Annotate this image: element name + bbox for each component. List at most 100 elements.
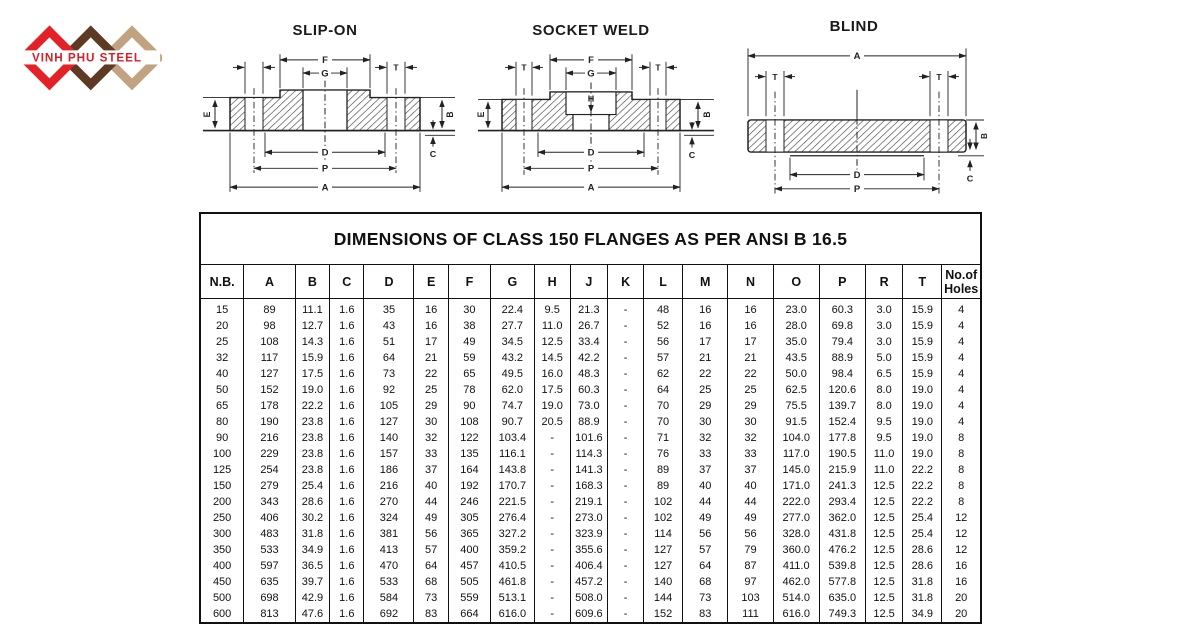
table-cell: 1.6 — [329, 542, 365, 558]
table-cell: 186 — [363, 462, 415, 478]
table-cell: 101.6 — [569, 430, 609, 446]
table-cell: 64 — [413, 558, 449, 574]
column-header: C — [329, 264, 365, 299]
table-cell: 30 — [447, 298, 491, 318]
table-cell: 22.2 — [902, 478, 943, 494]
table-cell: 19.0 — [902, 446, 943, 462]
table-cell: 62.5 — [772, 382, 820, 398]
table-cell: 15.9 — [902, 350, 943, 366]
table-cell: 40 — [199, 366, 245, 382]
table-cell: 140 — [363, 430, 415, 446]
table-cell: - — [607, 446, 645, 462]
table-cell: 1.6 — [329, 382, 365, 398]
table-cell: 470 — [363, 558, 415, 574]
table-cell: 120.6 — [818, 382, 866, 398]
table-cell: 56 — [643, 334, 684, 350]
table-cell: 323.9 — [569, 526, 609, 542]
table-cell: 328.0 — [772, 526, 820, 542]
socket-weld-drawing: F G T T H E B C D P A — [476, 54, 714, 192]
table-cell: 64 — [682, 558, 729, 574]
dimensions-table-container: DIMENSIONS OF CLASS 150 FLANGES AS PER A… — [199, 212, 982, 624]
table-cell: 360.0 — [772, 542, 820, 558]
column-header: M — [682, 264, 729, 299]
table-cell: 17.5 — [294, 366, 331, 382]
table-cell: 462.0 — [772, 574, 820, 590]
dim-label-p: P — [322, 164, 328, 174]
table-cell: 17 — [682, 334, 729, 350]
dim-label-f: F — [322, 55, 328, 65]
table-cell: 33.4 — [569, 334, 609, 350]
table-cell: 42.2 — [569, 350, 609, 366]
table-cell: 25 — [727, 382, 774, 398]
table-cell: 4 — [941, 318, 982, 334]
table-cell: 37 — [682, 462, 729, 478]
table-cell: 71 — [643, 430, 684, 446]
table-cell: - — [607, 414, 645, 430]
table-cell: 222.0 — [772, 494, 820, 510]
table-cell: 127 — [243, 366, 296, 382]
table-cell: 26.7 — [569, 318, 609, 334]
table-cell: 1.6 — [329, 526, 365, 542]
table-cell: 324 — [363, 510, 415, 526]
table-cell: 62 — [643, 366, 684, 382]
column-header: B — [294, 264, 331, 299]
table-cell: 62.0 — [489, 382, 535, 398]
table-cell: - — [533, 510, 571, 526]
table-cell: 88.9 — [818, 350, 866, 366]
table-cell: 8 — [941, 478, 982, 494]
table-cell: - — [533, 526, 571, 542]
table-cell: 44 — [727, 494, 774, 510]
table-cell: - — [607, 542, 645, 558]
table-cell: 141.3 — [569, 462, 609, 478]
table-cell: - — [607, 494, 645, 510]
table-cell: 457 — [447, 558, 491, 574]
table-cell: 30 — [727, 414, 774, 430]
table-cell: - — [533, 478, 571, 494]
table-cell: 279 — [243, 478, 296, 494]
table-cell: 500 — [199, 590, 245, 606]
slip-on-diagram: SLIP-ON F G — [185, 22, 465, 211]
table-cell: 8 — [941, 446, 982, 462]
table-cell: 12.5 — [864, 510, 904, 526]
dim-label-b: B — [445, 111, 455, 117]
table-cell: 12 — [941, 542, 982, 558]
table-cell: 152 — [643, 606, 684, 623]
table-cell: 17 — [413, 334, 449, 350]
table-cell: - — [607, 606, 645, 623]
table-cell: 457.2 — [569, 574, 609, 590]
table-cell: 108 — [243, 334, 296, 350]
table-cell: 1.6 — [329, 366, 365, 382]
table-cell: 27.7 — [489, 318, 535, 334]
table-cell: 21 — [413, 350, 449, 366]
table-cell: 127 — [643, 542, 684, 558]
table-cell: 12.5 — [864, 478, 904, 494]
table-cell: 513.1 — [489, 590, 535, 606]
table-cell: 559 — [447, 590, 491, 606]
table-cell: 12.5 — [864, 542, 904, 558]
table-cell: 29 — [727, 398, 774, 414]
table-cell: 16 — [413, 298, 449, 318]
table-cell: 19.0 — [533, 398, 571, 414]
table-cell: 254 — [243, 462, 296, 478]
table-cell: 117.0 — [772, 446, 820, 462]
table-cell: 20 — [199, 318, 245, 334]
table-cell: 16 — [682, 298, 729, 318]
table-cell: 8 — [941, 430, 982, 446]
table-cell: - — [533, 590, 571, 606]
table-cell: 11.0 — [533, 318, 571, 334]
table-cell: 102 — [643, 494, 684, 510]
table-cell: - — [607, 478, 645, 494]
table-cell: 12.7 — [294, 318, 331, 334]
table-cell: 1.6 — [329, 298, 365, 318]
table-cell: 108 — [447, 414, 491, 430]
table-cell: 70 — [643, 398, 684, 414]
table-cell: 11.1 — [294, 298, 331, 318]
table-cell: 73 — [363, 366, 415, 382]
table-cell: 15.9 — [902, 298, 943, 318]
column-header: O — [772, 264, 820, 299]
table-cell: 355.6 — [569, 542, 609, 558]
table-cell: - — [607, 318, 645, 334]
table-cell: 22.2 — [902, 462, 943, 478]
